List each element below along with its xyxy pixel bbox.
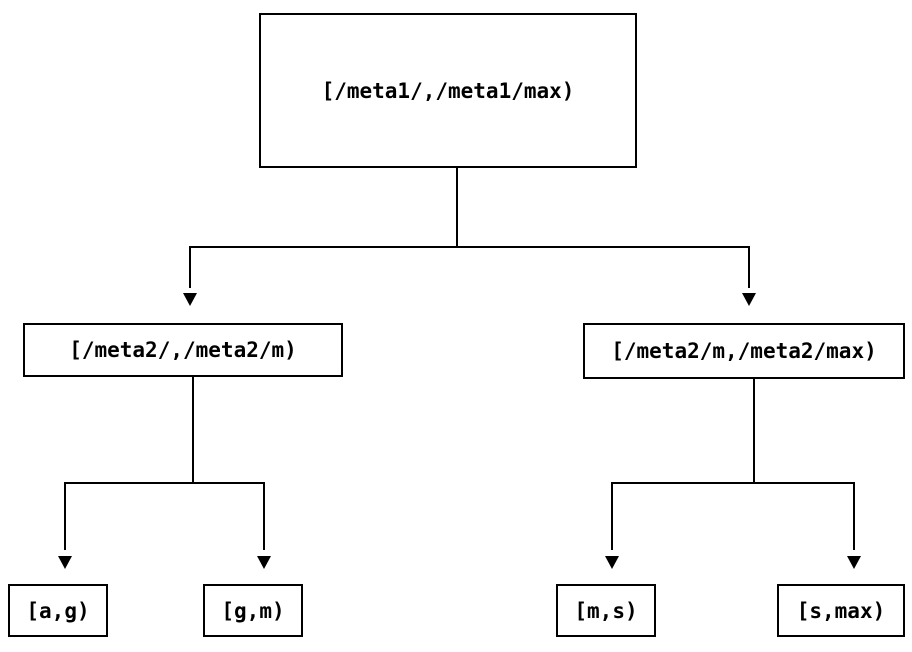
node-left: [/meta2/,/meta2/m) (23, 323, 343, 377)
arrow-down-icon (183, 293, 197, 306)
edge-root-to-right-drop (748, 246, 750, 288)
edge-left-crossbar (64, 482, 265, 484)
node-right-left: [m,s) (556, 584, 656, 637)
node-root: [/meta1/,/meta1/max) (259, 13, 637, 168)
node-right-left-label: [m,s) (574, 598, 638, 623)
node-right-label: [/meta2/m,/meta2/max) (611, 339, 877, 363)
edge-root-stem (456, 168, 458, 248)
edge-root-crossbar (189, 246, 750, 248)
arrow-down-icon (605, 556, 619, 569)
node-right-right: [s,max) (777, 584, 905, 637)
edge-left-stem (192, 377, 194, 484)
arrow-down-icon (847, 556, 861, 569)
arrow-down-icon (742, 293, 756, 306)
edge-right-to-rightright-drop (853, 482, 855, 550)
edge-left-to-leftleft-drop (64, 482, 66, 550)
node-left-right: [g,m) (203, 584, 303, 637)
edge-right-crossbar (611, 482, 855, 484)
edge-right-stem (753, 379, 755, 484)
arrow-down-icon (58, 556, 72, 569)
node-left-right-label: [g,m) (221, 598, 285, 623)
node-root-label: [/meta1/,/meta1/max) (321, 78, 575, 103)
arrow-down-icon (257, 556, 271, 569)
node-right: [/meta2/m,/meta2/max) (583, 323, 905, 379)
node-right-right-label: [s,max) (796, 598, 886, 623)
edge-root-to-left-drop (189, 246, 191, 288)
edge-right-to-rightleft-drop (611, 482, 613, 550)
node-left-label: [/meta2/,/meta2/m) (69, 338, 297, 362)
edge-left-to-leftright-drop (263, 482, 265, 550)
node-left-left-label: [a,g) (26, 598, 90, 623)
node-left-left: [a,g) (8, 584, 108, 637)
